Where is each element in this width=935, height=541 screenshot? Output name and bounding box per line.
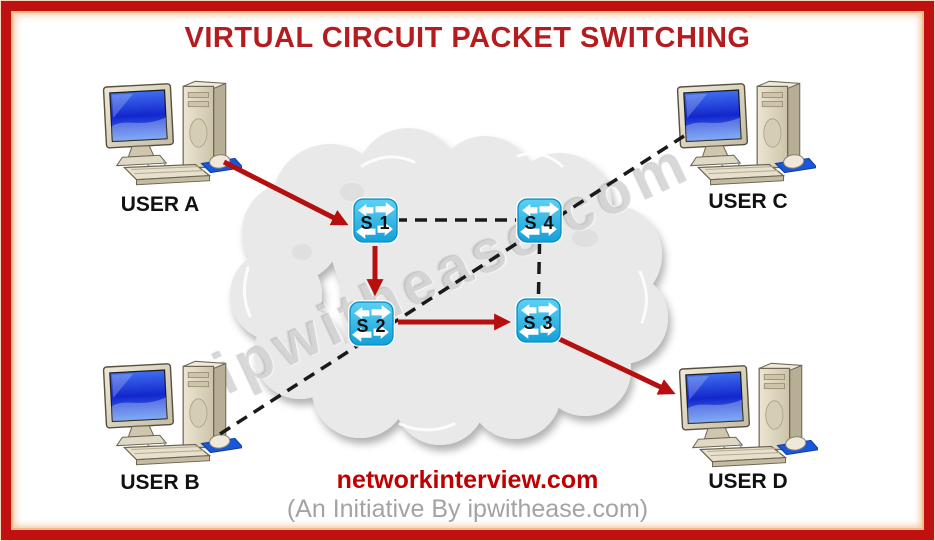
footer-site-text: networkinterview.com — [336, 466, 599, 494]
switch-s2-label: S 2 — [356, 316, 387, 336]
red-arrow-s3-userd — [551, 333, 676, 395]
switch-s3: S 3 — [515, 297, 562, 344]
switch-s1: S 1 — [352, 197, 399, 244]
switch-s4-label: S 4 — [524, 213, 555, 233]
switch-s3-label: S 3 — [523, 313, 554, 333]
switch-s2: S 2 — [348, 300, 395, 347]
page-title: VIRTUAL CIRCUIT PACKET SWITCHING — [184, 22, 751, 54]
user-b-label: USER B — [120, 471, 200, 494]
footer-tagline-text: (An Initiative By ipwithease.com) — [286, 495, 649, 523]
switch-s4: S 4 — [516, 197, 563, 244]
red-arrow-usera-s1 — [222, 159, 349, 226]
dashed-link-userb-s2-s4-userc — [219, 134, 685, 436]
user-a-label: USER A — [120, 193, 200, 216]
user-d-label: USER D — [708, 470, 788, 493]
user-c-label: USER C — [708, 190, 788, 213]
switch-s1-label: S 1 — [360, 213, 391, 233]
